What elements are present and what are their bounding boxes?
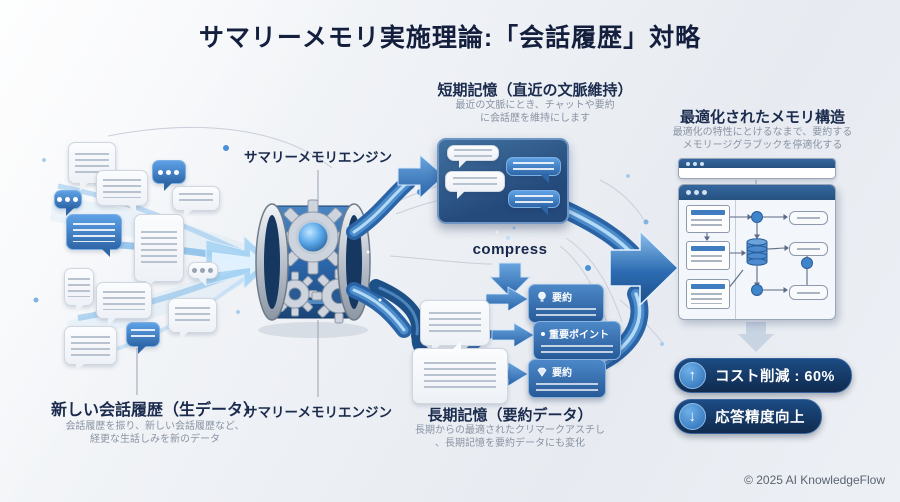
long-term-heading: 長期記憶（要約データ） — [427, 407, 593, 424]
input-section-heading: 新しい会話履歴（生データ） — [50, 402, 259, 419]
summary-card: 重要ポイント — [533, 321, 621, 360]
summary-card: 要約 — [528, 284, 604, 323]
input-section-subtext-1: 会話履歴を振り、新しい会話履歴など、 — [65, 421, 245, 432]
chat-bubble — [134, 214, 184, 289]
chat-bubble — [188, 262, 218, 286]
chat-bubble — [447, 145, 499, 168]
summary-card-label: 要約 — [552, 368, 572, 379]
summary-card-label: 要約 — [552, 293, 572, 304]
document-bubble — [412, 341, 508, 404]
long-term-subtext-1: 長期からの最適されたクリマークアスチし — [415, 425, 605, 436]
memory-graph — [704, 211, 813, 296]
badge-label: コスト削減 : 60% — [715, 369, 835, 385]
chat-bubble — [152, 160, 186, 191]
chat-bubble — [508, 190, 560, 215]
window-down-arrow — [738, 322, 774, 352]
chat-bubble — [96, 170, 148, 213]
memory-card — [686, 241, 730, 270]
response-accuracy-badge: ↓ 応答精度向上 — [674, 399, 822, 434]
page-title: サマリーメモリ実施理論:「会話履歴」対略 — [198, 24, 702, 52]
lightbulb-icon — [538, 291, 546, 302]
chat-bubble — [54, 190, 82, 216]
document-bubble — [420, 300, 490, 353]
short-term-heading: 短期記憶（直近の文脈維持） — [437, 82, 633, 99]
chat-bubble — [168, 298, 217, 340]
engine-input-arrow-core — [212, 250, 264, 275]
graph-box — [789, 242, 828, 256]
summary-card-label: 重要ポイント — [549, 330, 609, 341]
chat-bubble — [506, 157, 561, 183]
gear-icon — [275, 199, 351, 275]
optimized-subtext-2: メモリージグラブックを停適化する — [682, 140, 843, 151]
optimized-heading: 最適化されたメモリ構造 — [679, 109, 845, 126]
summary-engine-pipe — [255, 199, 371, 338]
memory-structure-window — [678, 184, 836, 320]
engine-label-top: サマリーメモリエンジン — [244, 150, 392, 165]
chat-bubble — [126, 322, 160, 354]
chat-bubble — [96, 282, 152, 326]
graph-box — [789, 211, 828, 225]
memory-card — [686, 279, 730, 309]
window-panel-divider — [735, 200, 736, 319]
badge-label: 応答精度向上 — [715, 410, 805, 426]
input-section-subtext-2: 経更な生話しみを新のデータ — [90, 434, 220, 445]
window-controls — [686, 161, 690, 166]
short-term-subtext-2: に会話歴を維持にします — [480, 113, 590, 124]
chat-bubble — [66, 214, 122, 257]
compress-arrow-icon — [488, 262, 532, 298]
optimized-subtext-1: 最適化の特性にとけるなまで、要約する — [672, 127, 853, 138]
short-term-arrow — [397, 153, 445, 200]
short-term-subtext-1: 最近の文脈にとき、チャットや要約 — [455, 100, 615, 111]
cost-reduction-badge: ↑ コスト削減 : 60% — [674, 358, 852, 393]
graph-node — [751, 211, 813, 296]
output-streams — [346, 174, 416, 338]
window-controls — [686, 190, 691, 195]
mini-window-bar — [678, 158, 836, 179]
graph-box — [789, 285, 828, 300]
big-right-arrow — [609, 229, 680, 307]
engine-label-bottom: サマリーメモリエンジン — [244, 405, 392, 420]
arrow-up-icon: ↑ — [679, 362, 706, 389]
compress-label: compress — [472, 241, 548, 258]
long-term-subtext-2: 、長期記憶を要約データにも変化 — [435, 438, 585, 449]
gem-icon — [537, 367, 547, 377]
chat-bubble — [445, 171, 505, 199]
database-icon — [746, 238, 768, 266]
chat-bubble — [172, 186, 220, 218]
memory-card — [686, 205, 730, 233]
window-header — [679, 185, 835, 200]
summary-card: 要約 — [528, 359, 606, 398]
arrow-down-icon: ↓ — [679, 403, 706, 430]
bullet-icon — [541, 331, 545, 336]
chat-bubble — [64, 268, 94, 313]
copyright-text: © 2025 AI KnowledgeFlow — [744, 473, 885, 487]
mini-window-header — [679, 159, 835, 168]
chat-bubble — [64, 326, 117, 372]
